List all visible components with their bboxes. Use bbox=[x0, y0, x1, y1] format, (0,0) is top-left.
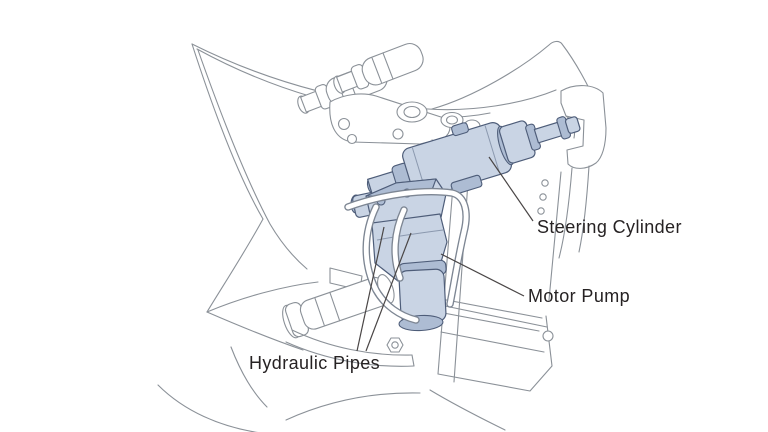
tilt-rams bbox=[297, 42, 483, 153]
leader-line-steering-cylinder bbox=[488, 156, 534, 222]
lower-cowl-outline bbox=[157, 281, 421, 432]
motor-pump-label: Motor Pump bbox=[528, 286, 631, 306]
leader-line-hydraulic-pipe-1 bbox=[356, 226, 385, 352]
leader-line-motor-pump bbox=[440, 253, 525, 297]
leader-lines bbox=[356, 156, 534, 352]
hydraulic-pipes-label: Hydraulic Pipes bbox=[249, 353, 381, 373]
tilt-tube bbox=[282, 274, 415, 367]
clamp-bracket bbox=[558, 85, 607, 259]
steering-cylinder-label: Steering Cylinder bbox=[537, 217, 682, 237]
leader-line-hydraulic-pipe-2 bbox=[365, 232, 412, 352]
hydraulic-pipes-part bbox=[344, 187, 470, 324]
